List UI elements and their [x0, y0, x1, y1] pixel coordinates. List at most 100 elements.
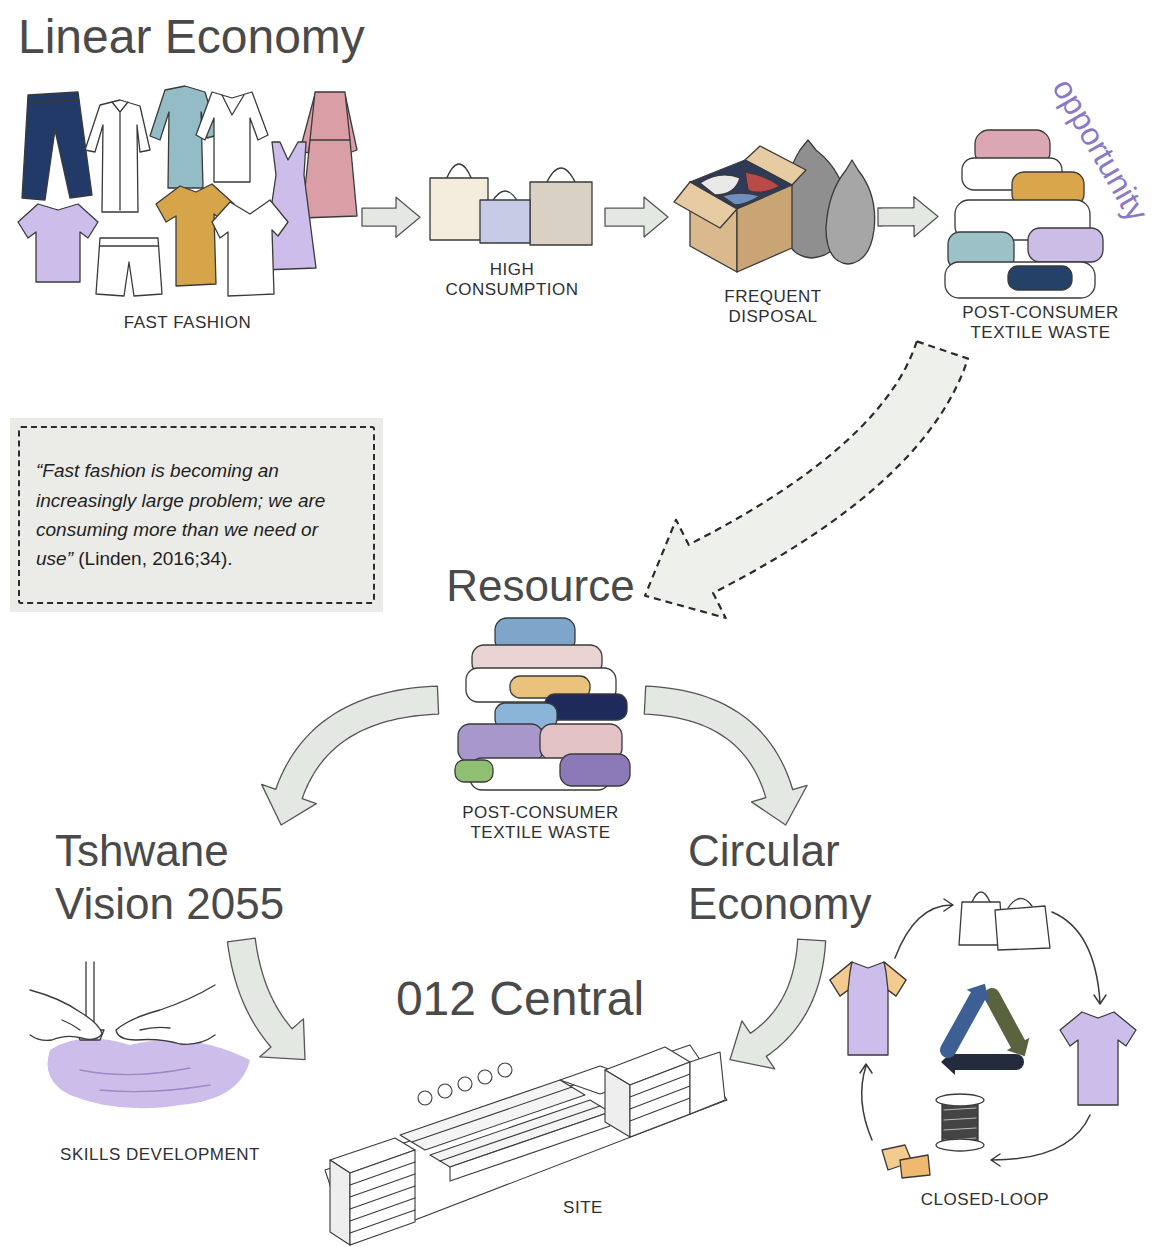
recycle-olive [992, 996, 1018, 1044]
cloth [945, 262, 1095, 298]
pink-dress [302, 92, 357, 218]
quote-text: “Fast fashion is becoming an increasingl… [36, 456, 358, 574]
illustration-node: opportunityPOST-CONSUMER TEXTILE WASTE [938, 60, 1158, 350]
floor-lines [350, 1162, 415, 1233]
white-bag [995, 906, 1050, 950]
blouse-neck [222, 95, 244, 115]
textile-waste-pile [945, 130, 1103, 298]
node-label: POST-CONSUMER TEXTILE WASTE [453, 803, 628, 844]
spool-thread [942, 1100, 978, 1145]
floor-lines [630, 1074, 690, 1121]
site-ground [325, 1045, 727, 1245]
grey-bag [826, 160, 875, 264]
tree [458, 1077, 472, 1091]
spool-flange [936, 1094, 984, 1106]
box-front-flap [674, 182, 737, 228]
fabric-scrap [900, 1155, 930, 1178]
illustration-node: FREQUENT DISPOSAL [668, 135, 878, 335]
cloth-in-box [745, 172, 780, 192]
tall-block-side [330, 1160, 350, 1245]
cycle-arrow [895, 899, 953, 958]
teal-shirt [150, 86, 218, 188]
end-building [690, 1052, 725, 1114]
lavender-bag [480, 200, 530, 243]
lavender-tee [1060, 1012, 1136, 1105]
jeans [22, 92, 92, 200]
site-drawing [325, 1045, 727, 1245]
cycle-arrow [860, 1064, 872, 1140]
white-top [212, 200, 288, 296]
white-blouse [196, 92, 268, 182]
spool-flange [936, 1139, 984, 1151]
cloth [455, 760, 493, 782]
cycle-arrow [991, 1115, 1090, 1166]
right-block-front [630, 1062, 690, 1137]
recycle-head [967, 984, 990, 1003]
recycle-denim [948, 996, 978, 1050]
shopping-bags [430, 164, 592, 245]
flow-arrow [605, 197, 668, 237]
cloth [560, 754, 630, 786]
tree [478, 1070, 492, 1084]
heading-node: Circular Economy [688, 825, 905, 940]
section-heading: 012 Central [385, 970, 655, 1028]
sewing-hands [30, 962, 250, 1108]
fabric-fold [80, 1068, 210, 1092]
illustration-node: FAST FASHION [15, 85, 362, 340]
cycle-arrow [1052, 912, 1106, 1004]
left-hand [30, 990, 102, 1040]
white-shorts [96, 238, 162, 296]
diagram-title: Linear Economy [18, 8, 365, 66]
illustration-node: ResourcePOST-CONSUMER TEXTILE WASTE [438, 558, 645, 848]
jeans-waistband [28, 100, 79, 103]
shed-wall [450, 1112, 610, 1181]
citation: (Linden, 2016;34). [78, 548, 232, 569]
thread-lines [944, 1108, 976, 1140]
cloth [1028, 228, 1103, 262]
tree [498, 1063, 512, 1077]
flow-arrow [878, 197, 938, 237]
illustration-caption: CLOSED-LOOP [915, 1190, 1055, 1210]
box-right-face [737, 185, 792, 272]
site-node: 012 CentralSITE [305, 970, 730, 1250]
shorts-waistband [100, 245, 158, 246]
right-hand [116, 985, 215, 1044]
recycle-navy [955, 1054, 1016, 1070]
illustration-caption: SKILLS DEVELOPMENT [50, 1145, 270, 1165]
tree [418, 1091, 432, 1105]
section-heading: Resource [438, 560, 643, 613]
flow-arrow [644, 686, 807, 825]
dashed-frame [18, 426, 375, 604]
section-heading: Circular Economy [688, 825, 903, 931]
node-label: HIGH CONSUMPTION [437, 260, 587, 301]
recycle-head [1007, 1038, 1030, 1057]
finger-lines [62, 1020, 170, 1030]
node-label: SITE [550, 1197, 616, 1219]
section-heading: Tshwane Vision 2055 [55, 825, 310, 931]
node-label: POST-CONSUMER TEXTILE WASTE [953, 303, 1128, 344]
closed-loop-cycle [830, 892, 1136, 1178]
quote-box: “Fast fashion is becoming an increasingl… [10, 418, 383, 612]
resource-pile [455, 618, 630, 790]
flow-arrow [227, 938, 305, 1059]
cloth [458, 724, 543, 762]
fabric [48, 1039, 251, 1109]
lavender-tee [18, 204, 98, 282]
tall-block-front [350, 1150, 415, 1245]
flow-arrow [730, 939, 826, 1069]
cloth [1008, 266, 1072, 290]
flow-arrow [262, 686, 439, 825]
flow-arrow [362, 197, 420, 237]
shirt-collar [112, 102, 128, 210]
right-block-side [605, 1070, 630, 1137]
node-label: FREQUENT DISPOSAL [713, 287, 833, 328]
tee-sleeve [830, 962, 906, 996]
script-heading: opportunity [1045, 73, 1155, 228]
beige-bag [430, 178, 488, 240]
pink-dress-belt [310, 139, 350, 140]
node-label: FAST FASHION [15, 313, 360, 333]
fast-fashion-clothes [18, 86, 357, 296]
white-shirt [85, 100, 150, 212]
